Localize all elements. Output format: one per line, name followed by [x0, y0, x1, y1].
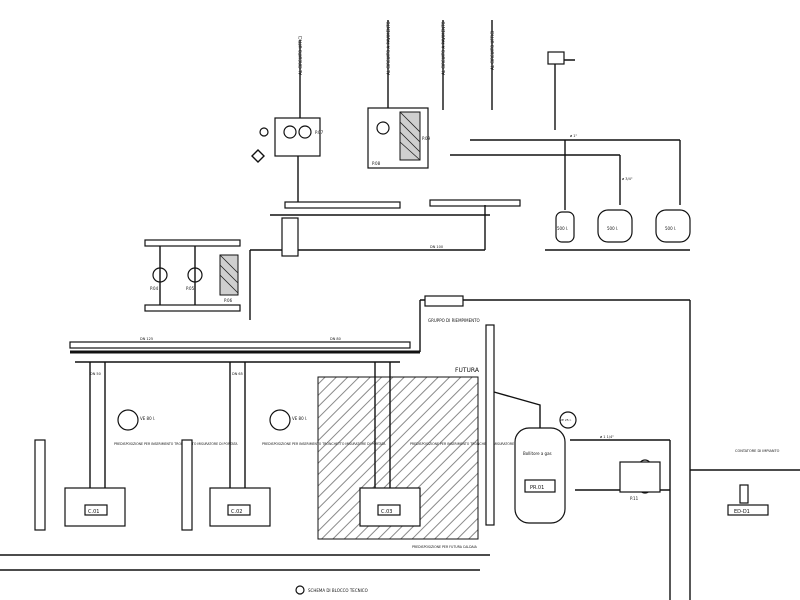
- pipe-label-5: DN 125: [140, 337, 153, 341]
- riser-label-2: AL CIRCUITO A PAVIMENTO: [386, 21, 391, 75]
- tank-label-2: 500 l.: [607, 226, 618, 231]
- riser-label-1: AL CIRCUITO UFFICI: [298, 36, 303, 75]
- pump-mid-label-3: P.06: [224, 298, 233, 303]
- pump-group-mid: P.04 P.05 P.06: [144, 239, 241, 312]
- riser-label-3: AL CIRCUITO A PAVIMENTO: [441, 21, 446, 75]
- storage-tanks: 500 l. 500 l. 500 l.: [555, 209, 691, 243]
- pump-right-label-2: P.11: [630, 496, 639, 501]
- main-headers: [0, 299, 691, 600]
- pump-upper-label-3: P.09: [422, 136, 431, 141]
- boiler-valve-2: VE 80 l.: [292, 416, 307, 421]
- upper-supply-network: [450, 51, 690, 251]
- footer-note: SCHEMA DI BLOCCO TECNICO: [308, 588, 368, 593]
- pump-upper-label-2: P.08: [372, 161, 381, 166]
- expansion-label: VE 25 l.: [560, 418, 572, 422]
- boiler-2: C.02 VE 80 l. PREDISPOSIZIONE PER INSERI…: [181, 362, 386, 531]
- chimney: [485, 324, 541, 526]
- riser-labels: AL CIRCUITO UFFICI AL CIRCUITO A PAVIMEN…: [298, 21, 495, 75]
- pipe-label-4: DN 100: [430, 245, 443, 249]
- riser-label-4: AL CIRCUITO UFFICI: [490, 31, 495, 70]
- footer: SCHEMA DI BLOCCO TECNICO: [295, 585, 368, 595]
- storage-title: Bollitore a gas: [523, 451, 552, 456]
- pump-mid-label-1: P.04: [150, 286, 159, 291]
- pipe-size-labels: DN 50 DN 65 DN 80 DN 100 DN 125 ø 1" ø 3…: [90, 134, 633, 439]
- boiler-units: C.01 VE 80 l. PREDISPOSIZIONE PER INSERI…: [34, 362, 534, 549]
- pipe-label-3: DN 80: [330, 337, 341, 341]
- pipe-label-7: ø 3/4": [622, 177, 633, 181]
- boiler-tag-1: C.01: [88, 509, 99, 515]
- fill-group-label: GRUPPO DI RIEMPIMENTO: [428, 318, 480, 323]
- collectors-upper: [249, 199, 521, 320]
- pipe-label-6: ø 1": [570, 134, 577, 138]
- future-boiler-note: PREDISPOSIZIONE PER FUTURA CALDAIA: [412, 545, 478, 549]
- boiler-tag-3: C.03: [381, 509, 392, 515]
- tank-label-1: 500 l.: [557, 226, 568, 231]
- future-label: FUTURA: [455, 367, 480, 374]
- storage-tag: PR.01: [530, 485, 544, 491]
- tank-label-3: 500 l.: [665, 226, 676, 231]
- pump-upper-label-1: P.07: [315, 130, 324, 135]
- pump-group-upper-left: P.07: [251, 117, 324, 205]
- right-circuit: P.10 P.11: [570, 439, 671, 600]
- pipe-label-1: DN 50: [90, 372, 101, 376]
- boiler-valve-1: VE 80 l.: [140, 416, 155, 421]
- fill-group: GRUPPO DI RIEMPIMENTO: [424, 295, 480, 323]
- pump-mid-label-2: P.05: [186, 286, 195, 291]
- pump-group-upper-right: P.08 P.09: [367, 107, 431, 169]
- riser-lines: [299, 20, 556, 130]
- boiler-note-2: PREDISPOSIZIONE PER INSERIMENTO TRONCHET…: [262, 442, 386, 446]
- boiler-note-1: PREDISPOSIZIONE PER INSERIMENTO TRONCHET…: [114, 442, 238, 446]
- storage-heater: Bollitore a gas PR.01 VE 25 l.: [514, 411, 577, 524]
- pipe-label-8: ø 1 1/4": [600, 435, 614, 439]
- counter-label: CONTATORE DI IMPIANTO: [735, 449, 780, 453]
- gas-meter: CONTATORE DI IMPIANTO ED-D1: [690, 449, 800, 516]
- boiler-tag-2: C.02: [231, 509, 242, 515]
- gas-meter-label: ED-D1: [734, 509, 750, 515]
- boiler-3: C.03 PREDISPOSIZIONE PER INSERIMENTO TRO…: [359, 362, 534, 549]
- boiler-note-3: PREDISPOSIZIONE PER INSERIMENTO TRONCHET…: [410, 442, 534, 446]
- pipe-label-2: DN 65: [232, 372, 243, 376]
- boiler-1: C.01 VE 80 l. PREDISPOSIZIONE PER INSERI…: [34, 362, 238, 531]
